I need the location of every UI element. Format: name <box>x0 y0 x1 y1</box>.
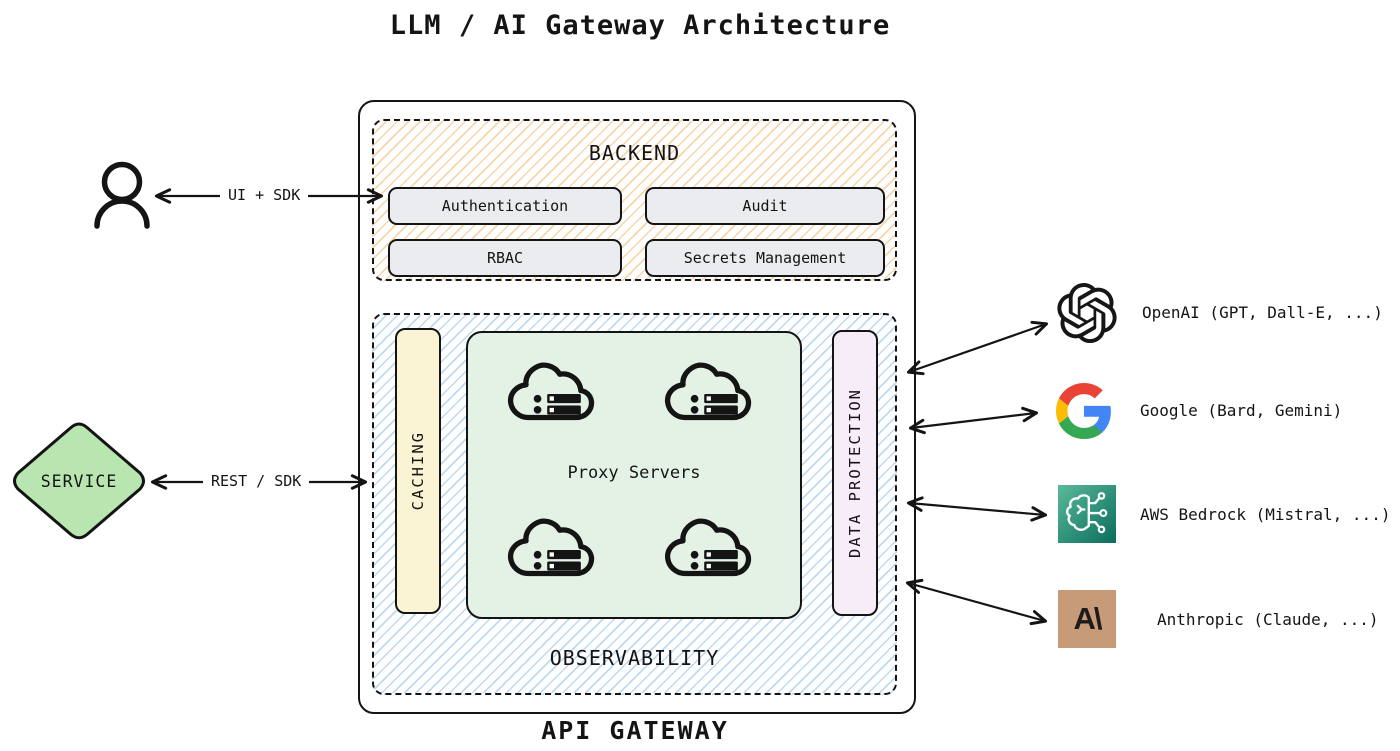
service-node: SERVICE <box>4 418 154 544</box>
cloud-server-icon <box>656 355 762 430</box>
service-diamond-shape <box>13 422 145 540</box>
data-protection-label: DATA PROTECTION <box>846 388 864 558</box>
arrow-gateway-openai <box>906 320 1049 376</box>
anthropic-logo-icon: A\ <box>1058 590 1116 648</box>
rest-sdk-arrow-label: REST / SDK <box>203 471 310 491</box>
secrets-management-node: Secrets Management <box>645 239 885 277</box>
openai-logo-icon <box>1057 283 1117 343</box>
anthropic-logo-mark: A\ <box>1073 601 1103 636</box>
arrow-gateway-aws <box>906 496 1048 522</box>
service-label: SERVICE <box>40 471 118 491</box>
caching-bar: CACHING <box>395 328 441 614</box>
google-logo-icon <box>1056 383 1111 439</box>
proxy-servers-box: Proxy Servers <box>466 331 802 619</box>
provider-label-aws-bedrock: AWS Bedrock (Mistral, ...) <box>1140 505 1391 524</box>
api-gateway-label: API GATEWAY <box>541 716 729 745</box>
diagram-title: LLM / AI Gateway Architecture <box>389 10 891 41</box>
observability-zone-label: OBSERVABILITY <box>549 646 720 670</box>
user-icon <box>94 161 150 229</box>
authentication-node: Authentication <box>388 187 622 225</box>
data-protection-bar: DATA PROTECTION <box>832 330 878 616</box>
backend-zone: BACKEND Authentication Audit RBAC Secret… <box>372 119 897 281</box>
provider-label-anthropic: Anthropic (Claude, ...) <box>1157 610 1379 629</box>
cloud-server-icon <box>656 511 762 586</box>
cloud-server-icon <box>499 511 605 586</box>
aws-bedrock-logo-icon <box>1058 485 1116 543</box>
provider-label-openai: OpenAI (GPT, Dall-E, ...) <box>1142 303 1383 322</box>
caching-label: CACHING <box>409 431 427 511</box>
cloud-server-icon <box>499 355 605 430</box>
proxy-servers-label: Proxy Servers <box>567 463 701 483</box>
arrow-gateway-google <box>908 406 1039 435</box>
ui-sdk-arrow-label: UI + SDK <box>220 185 309 205</box>
backend-zone-label: BACKEND <box>588 141 681 165</box>
rbac-node: RBAC <box>388 239 622 277</box>
provider-label-google: Google (Bard, Gemini) <box>1140 401 1343 420</box>
audit-node: Audit <box>645 187 885 225</box>
arrow-gateway-anthropic <box>905 578 1048 626</box>
